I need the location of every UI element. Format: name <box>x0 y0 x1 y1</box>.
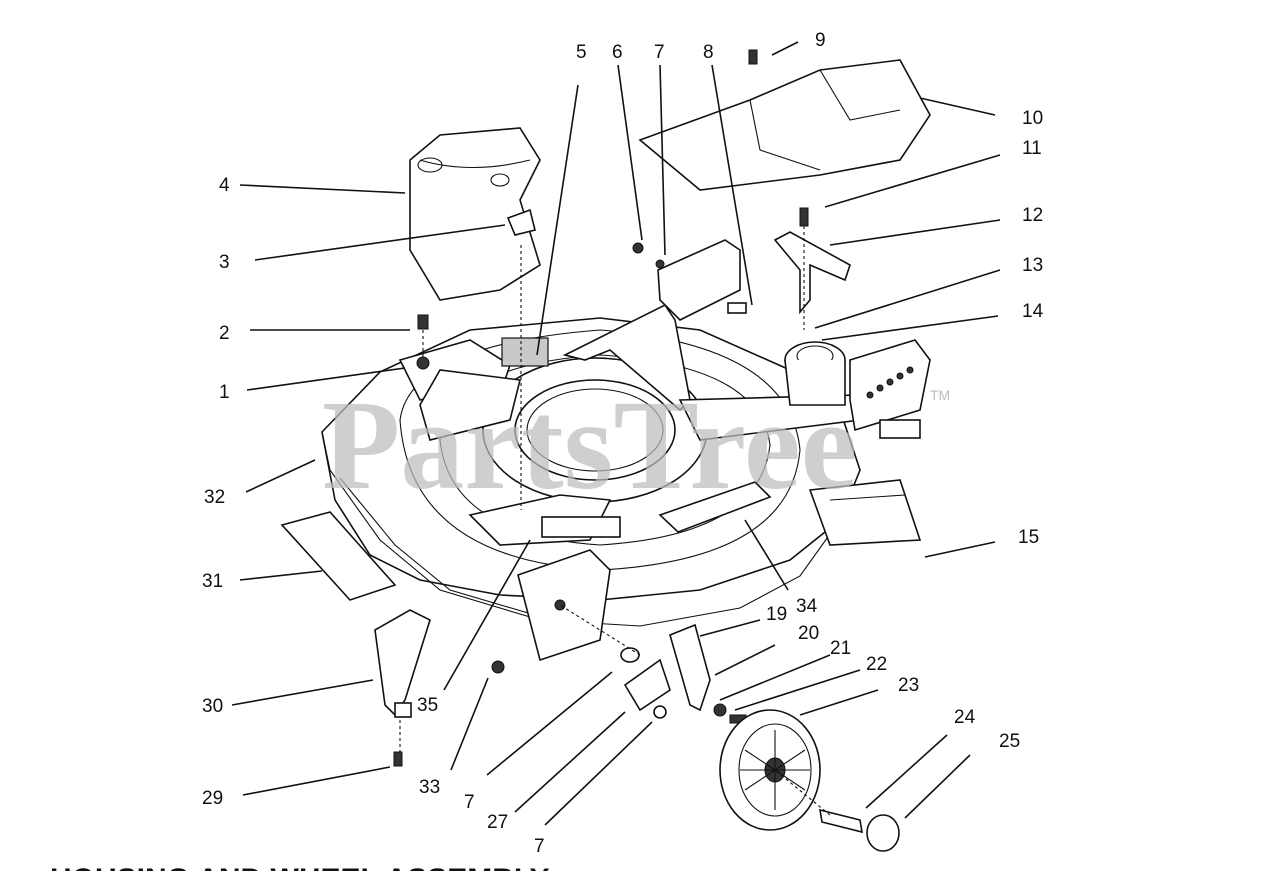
callout-21: 21 <box>830 638 851 659</box>
callouts: 1 2 3 4 5 6 7 8 9 10 11 12 13 14 15 19 2… <box>202 30 1044 857</box>
leader-lines <box>231 41 1001 826</box>
callout-34: 34 <box>796 596 818 617</box>
callout-8: 8 <box>703 42 714 63</box>
watermark: PartsTree TM <box>322 374 950 516</box>
callout-6: 6 <box>612 42 623 63</box>
callout-25: 25 <box>999 731 1020 752</box>
callout-15: 15 <box>1018 527 1039 548</box>
callout-2: 2 <box>219 323 230 344</box>
callout-29: 29 <box>202 788 223 809</box>
callout-27: 27 <box>487 812 508 833</box>
callout-19: 19 <box>766 604 787 625</box>
callout-7-bottom: 7 <box>534 836 545 857</box>
callout-22: 22 <box>866 654 887 675</box>
diagram-caption: HOUSING AND WHEEL ASSEMBLY <box>50 863 550 871</box>
callout-33: 33 <box>419 777 440 798</box>
callout-24: 24 <box>954 707 976 728</box>
callout-30: 30 <box>202 696 223 717</box>
callout-35: 35 <box>417 695 438 716</box>
line-art <box>280 49 931 852</box>
callout-32: 32 <box>204 487 225 508</box>
callout-7-middle: 7 <box>464 792 475 813</box>
callout-31: 31 <box>202 571 223 592</box>
watermark-text: PartsTree <box>322 374 857 516</box>
callout-4: 4 <box>219 175 230 196</box>
watermark-trademark: TM <box>930 387 950 403</box>
callout-1: 1 <box>219 382 230 403</box>
callout-23: 23 <box>898 675 919 696</box>
callout-20: 20 <box>798 623 819 644</box>
callout-3: 3 <box>219 252 230 273</box>
callout-11: 11 <box>1022 138 1042 159</box>
callout-13: 13 <box>1022 255 1043 276</box>
callout-5: 5 <box>576 42 587 63</box>
callout-14: 14 <box>1022 301 1044 322</box>
callout-12: 12 <box>1022 205 1043 226</box>
callout-10: 10 <box>1022 108 1043 129</box>
callout-9: 9 <box>815 30 826 51</box>
callout-7-top: 7 <box>654 42 665 63</box>
